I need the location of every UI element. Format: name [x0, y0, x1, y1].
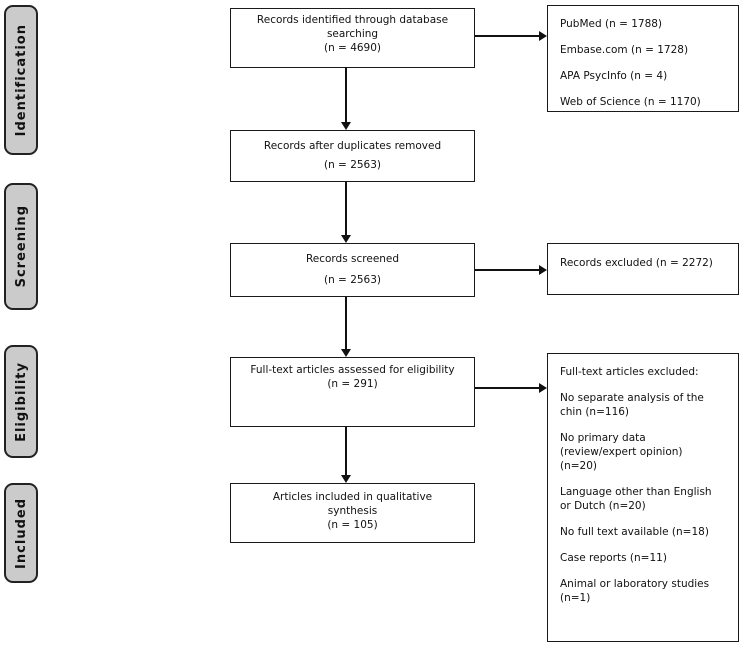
exclusion-reason-no-fulltext: No full text available (n=18): [560, 526, 709, 538]
database-web-of-science: Web of Science (n = 1170): [560, 96, 701, 108]
stage-screening-label: Screening: [13, 205, 29, 288]
arrow-line: [345, 182, 347, 237]
arrow-duplicates-to-screened: [340, 182, 352, 243]
box-fulltext-excluded-header: Full-text articles excluded:: [560, 366, 699, 378]
arrow-fulltext-to-excluded: [475, 382, 547, 394]
box-databases: PubMed (n = 1788) Embase.com (n = 1728) …: [547, 5, 739, 112]
arrow-identified-to-databases: [475, 30, 547, 42]
arrow-screened-to-fulltext: [340, 297, 352, 357]
arrow-line: [475, 269, 541, 271]
exclusion-reason-case-reports: Case reports (n=11): [560, 552, 667, 564]
exclusion-reason-no-primary-data: No primary data (review/expert opinion) …: [560, 432, 683, 472]
arrow-line: [475, 35, 541, 37]
database-embase: Embase.com (n = 1728): [560, 44, 689, 56]
stage-eligibility-label: Eligibility: [13, 361, 29, 442]
arrow-down-head-icon: [341, 475, 351, 483]
box-fulltext-excluded: Full-text articles excluded: No separate…: [547, 353, 739, 642]
box-duplicates-removed-count: (n = 2563): [323, 159, 382, 171]
box-records-screened-title: Records screened: [305, 253, 400, 265]
exclusion-reason-chin: No separate analysis of the chin (n=116): [560, 392, 704, 418]
arrow-screened-to-excluded: [475, 264, 547, 276]
stage-included-label: Included: [13, 497, 29, 569]
arrow-down-head-icon: [341, 235, 351, 243]
box-records-identified-title: Records identified through database sear…: [256, 14, 449, 40]
arrow-right-head-icon: [539, 31, 547, 41]
stage-eligibility: Eligibility: [4, 345, 38, 458]
arrow-right-head-icon: [539, 265, 547, 275]
database-psycinfo: APA PsycInfo (n = 4): [560, 70, 668, 82]
arrow-fulltext-to-included: [340, 427, 352, 483]
arrow-identified-to-duplicates: [340, 67, 352, 130]
box-included-qualitative-title: Articles included in qualitative synthes…: [272, 491, 433, 517]
database-pubmed: PubMed (n = 1788): [560, 18, 663, 30]
exclusion-reason-animal-lab: Animal or laboratory studies (n=1): [560, 578, 710, 604]
box-fulltext-assessed-title: Full-text articles assessed for eligibil…: [250, 364, 455, 376]
box-duplicates-removed-title: Records after duplicates removed: [263, 140, 442, 152]
box-records-excluded-text: Records excluded (n = 2272): [560, 257, 713, 269]
arrow-line: [345, 67, 347, 124]
box-fulltext-assessed-count: (n = 291): [327, 378, 378, 390]
box-records-identified-count: (n = 4690): [323, 42, 382, 54]
box-records-excluded: Records excluded (n = 2272): [547, 243, 739, 295]
box-duplicates-removed: Records after duplicates removed (n = 25…: [230, 130, 475, 182]
box-records-screened: Records screened (n = 2563): [230, 243, 475, 297]
arrow-line: [345, 427, 347, 477]
stage-included: Included: [4, 483, 38, 583]
box-included-qualitative: Articles included in qualitative synthes…: [230, 483, 475, 543]
arrow-down-head-icon: [341, 122, 351, 130]
stage-identification: Identification: [4, 5, 38, 155]
box-records-screened-count: (n = 2563): [323, 274, 382, 286]
stage-identification-label: Identification: [13, 23, 29, 137]
arrow-line: [475, 387, 541, 389]
arrow-down-head-icon: [341, 349, 351, 357]
stage-screening: Screening: [4, 183, 38, 310]
exclusion-reason-language: Language other than English or Dutch (n=…: [560, 486, 712, 512]
box-included-qualitative-count: (n = 105): [327, 519, 378, 531]
box-fulltext-assessed: Full-text articles assessed for eligibil…: [230, 357, 475, 427]
arrow-line: [345, 297, 347, 351]
box-records-identified: Records identified through database sear…: [230, 8, 475, 68]
arrow-right-head-icon: [539, 383, 547, 393]
